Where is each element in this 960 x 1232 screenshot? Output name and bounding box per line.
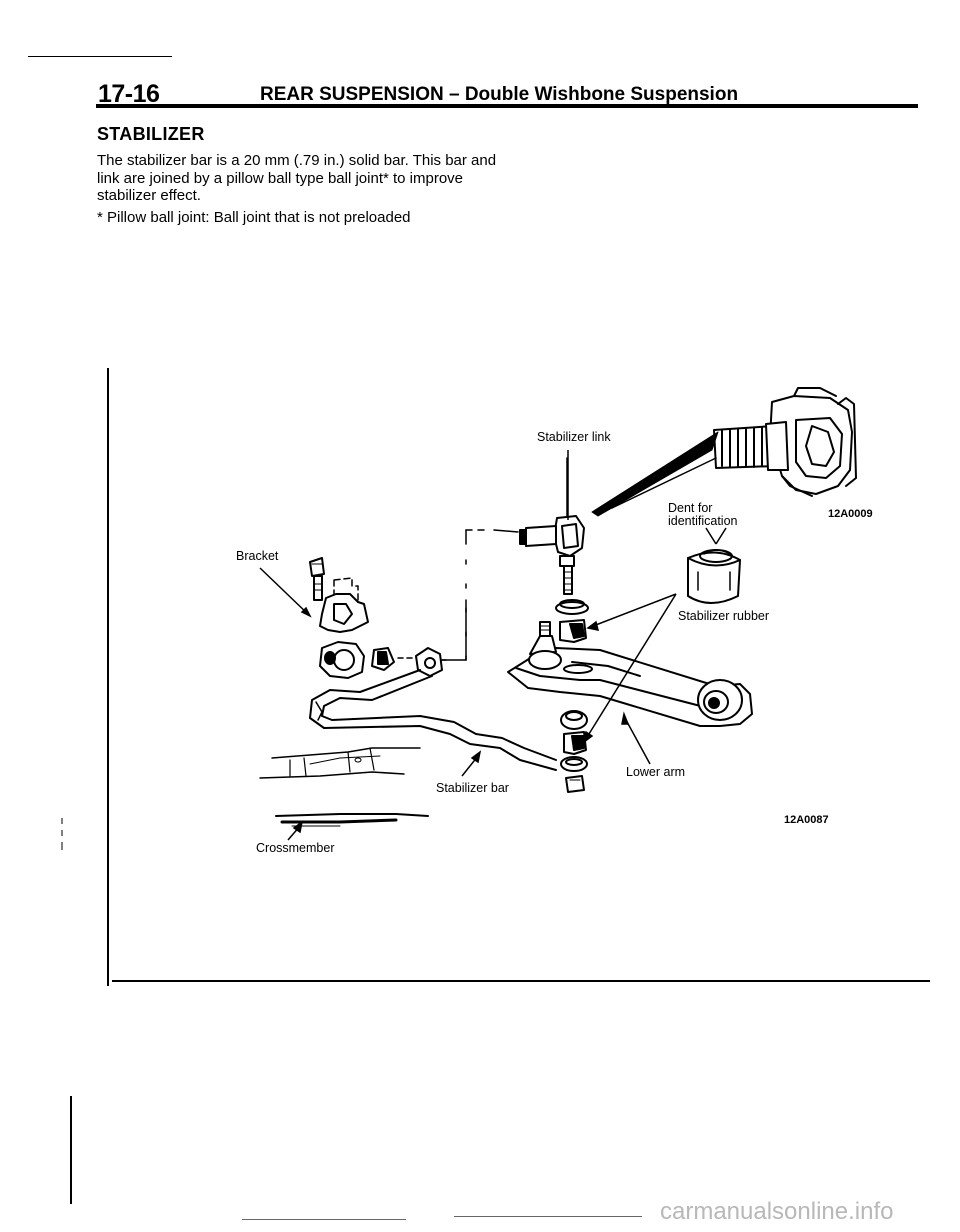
stabilizer-link-illustration (519, 457, 585, 595)
label-dent-line: Dent for (668, 501, 712, 515)
stabilizer-rubber-detail (687, 549, 741, 604)
watermark: carmanualsonline.info (660, 1198, 894, 1225)
link-bushing-stack (555, 599, 589, 793)
label-identification-line: identification (668, 514, 738, 528)
label-stabilizer-bar: Stabilizer bar (436, 781, 509, 795)
stabilizer-diagram: Stabilizer link Dent for identification … (236, 387, 873, 855)
header-rule (96, 104, 918, 108)
top-corner-rule (28, 56, 172, 57)
page-number: 17-16 (98, 80, 160, 108)
section-heading: STABILIZER (97, 124, 205, 144)
bar-bushing-illustration (319, 641, 419, 679)
figure-frame-line (107, 368, 109, 986)
body-paragraph: The stabilizer bar is a 20 mm (.79 in.) … (97, 152, 497, 204)
figure-bottom-rule (112, 980, 930, 982)
margin-marks (61, 818, 63, 850)
crossmember-illustration (259, 747, 429, 827)
lower-arm-illustration (507, 621, 753, 727)
label-stabilizer-link: Stabilizer link (537, 430, 611, 444)
footer-rule-right (454, 1216, 642, 1217)
bracket-illustration (309, 557, 369, 633)
body-text: The stabilizer bar is a 20 mm (.79 in.) … (97, 152, 517, 226)
knuckle-detail-illustration (713, 387, 857, 497)
detail-callout-wedge (591, 431, 719, 517)
code-detail: 12A0009 (828, 508, 873, 520)
label-dent-for-identification: Dent for identification (668, 501, 738, 528)
header-title: REAR SUSPENSION – Double Wishbone Suspen… (260, 84, 739, 105)
label-bracket: Bracket (236, 549, 279, 563)
label-crossmember: Crossmember (256, 841, 335, 855)
label-stabilizer-rubber: Stabilizer rubber (678, 609, 769, 623)
code-main: 12A0087 (784, 814, 829, 826)
footer-rule-left (242, 1219, 406, 1220)
stabilizer-bar-illustration (309, 647, 557, 771)
label-lower-arm: Lower arm (626, 765, 685, 779)
lower-frame-line (70, 1096, 72, 1204)
footnote: * Pillow ball joint: Ball joint that is … (97, 208, 411, 226)
